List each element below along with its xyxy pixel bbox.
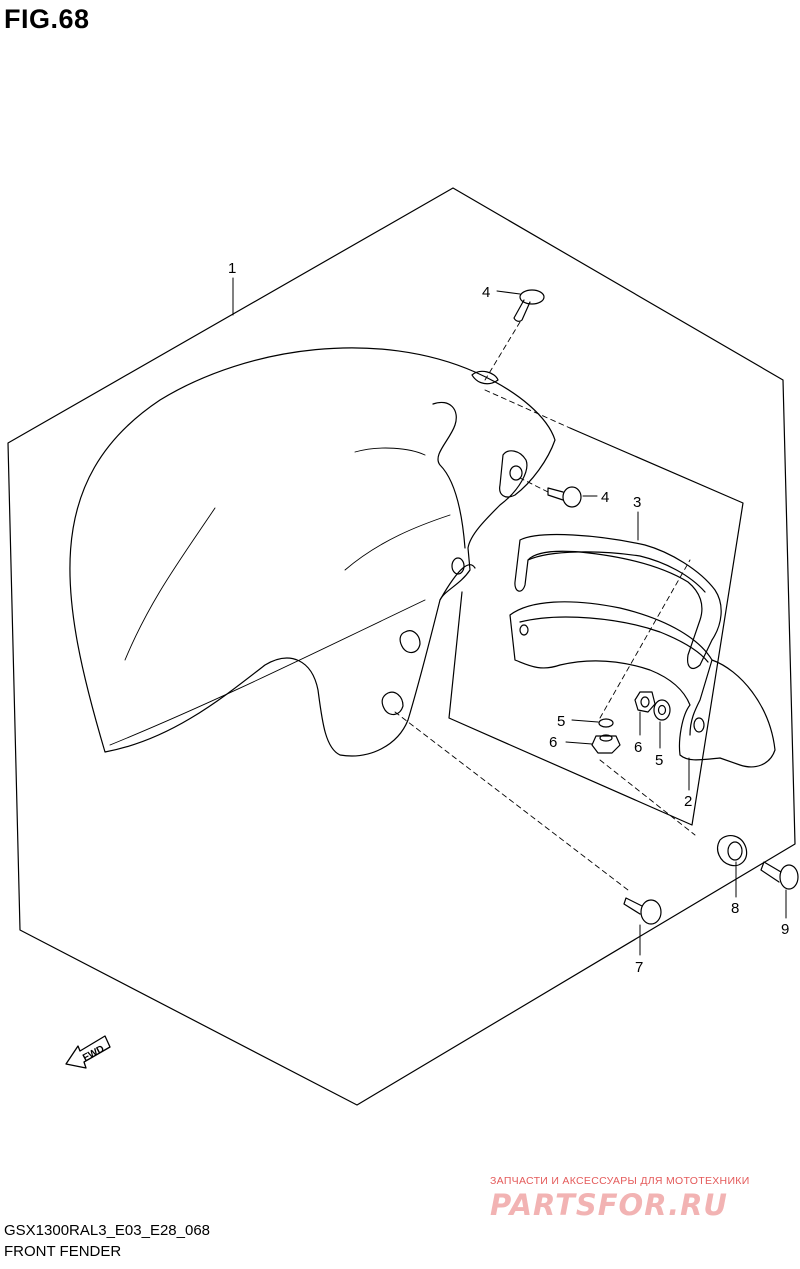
callout-6-right: 6	[634, 739, 642, 756]
callout-4-upper: 4	[482, 284, 490, 301]
callout-3: 3	[633, 494, 641, 511]
callout-8: 8	[731, 900, 739, 917]
grommet-8	[717, 834, 748, 867]
cover-mount-hole	[693, 717, 705, 733]
bolt-7	[623, 897, 662, 925]
nut-6-right	[634, 691, 656, 713]
nut-6-left	[591, 734, 621, 754]
fender-brace	[514, 533, 722, 669]
watermark-tagline: ЗАПЧАСТИ И АКСЕССУАРЫ ДЛЯ МОТОТЕХНИКИ	[490, 1175, 750, 1187]
callout-9: 9	[781, 921, 789, 938]
figure-title: FIG.68	[4, 4, 90, 34]
front-fender	[69, 347, 556, 757]
subassembly-boundary	[448, 427, 744, 826]
model-code: GSX1300RAL3_E03_E28_068	[4, 1222, 211, 1239]
callout-leaders	[232, 277, 787, 956]
callout-5-left: 5	[557, 713, 565, 730]
callout-1: 1	[228, 260, 236, 277]
fwd-label: FWD	[81, 1044, 106, 1064]
section-name: FRONT FENDER	[4, 1243, 122, 1260]
bolt-4-upper	[513, 289, 545, 322]
assembly-boundary	[7, 187, 796, 1106]
callout-2: 2	[684, 793, 692, 810]
callout-5-right: 5	[655, 752, 663, 769]
fender-mount-hole	[509, 465, 523, 481]
callout-6-left: 6	[549, 734, 557, 751]
dashed-leaders	[394, 321, 696, 891]
cover-mount-hole	[519, 624, 529, 636]
washer-5-right	[653, 699, 671, 721]
callout-7: 7	[635, 959, 643, 976]
bolt-9	[760, 861, 799, 890]
fender-inner-cover	[509, 601, 776, 768]
watermark-logo: PARTSFOR.RU	[490, 1188, 728, 1222]
bolt-4-side	[547, 486, 582, 508]
fender-mount-hole	[451, 557, 465, 575]
forward-direction-marker: FWD	[65, 1035, 111, 1069]
washer-5-left	[598, 718, 614, 728]
callout-4-side: 4	[601, 489, 609, 506]
